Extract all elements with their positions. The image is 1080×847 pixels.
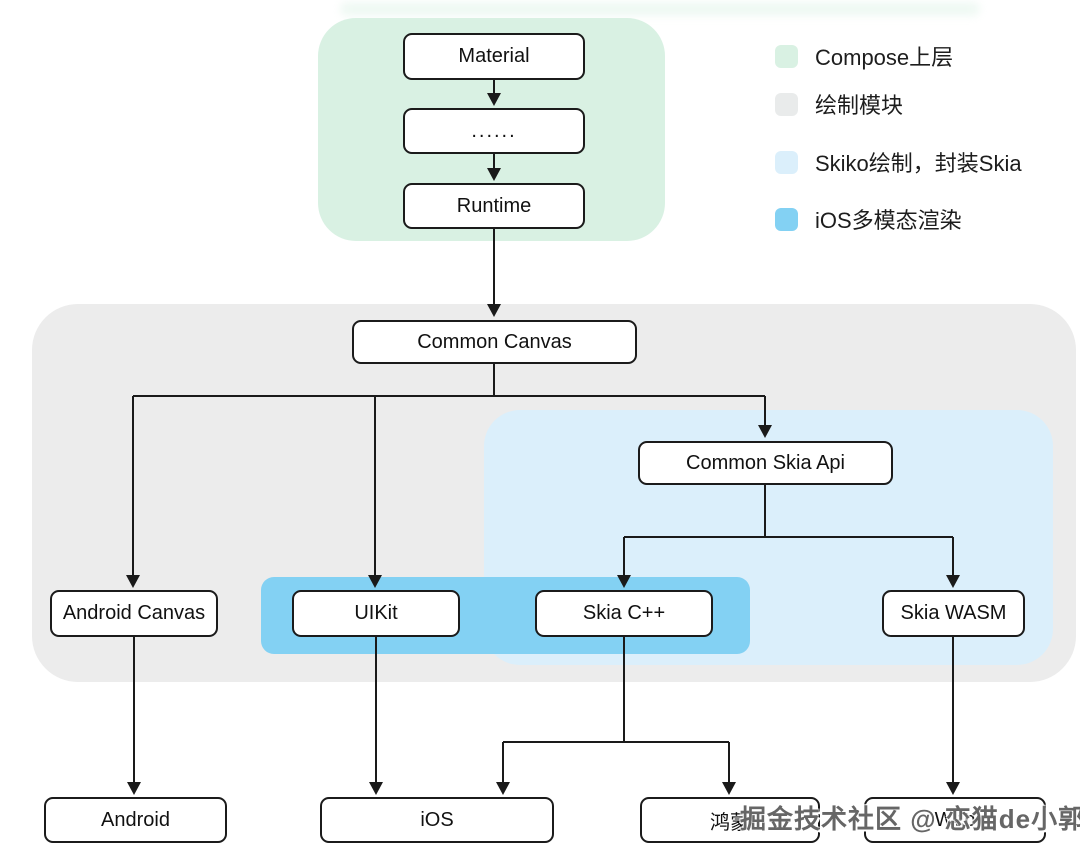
node-uikit: UIKit: [292, 590, 460, 637]
node-web: Web: [864, 797, 1046, 843]
legend-item-compose-layer: Compose上层: [775, 40, 953, 72]
node-ios: iOS: [320, 797, 554, 843]
legend-item-skiko: Skiko绘制，封装Skia: [775, 146, 1022, 178]
watermark: 掘金技术社区 @ 恋猫de小郭: [740, 804, 1080, 834]
node-ellipsis: ......: [403, 108, 585, 154]
lightblue-swatch-icon: [775, 150, 798, 174]
cropped-top-artifact: [340, 2, 980, 16]
node-android: Android: [44, 797, 227, 843]
legend-label: Compose上层: [815, 45, 954, 70]
legend-label: 绘制模块: [815, 93, 904, 118]
legend-label: iOS多模态渲染: [815, 208, 962, 233]
node-common-skia-api: Common Skia Api: [638, 441, 893, 485]
node-skia-cpp: Skia C++: [535, 590, 713, 637]
line-group: [132, 80, 954, 783]
node-harmonyos: 鸿蒙: [640, 797, 820, 843]
blue-swatch-icon: [775, 207, 798, 231]
legend-label: Skiko绘制，封装Skia: [815, 151, 1022, 176]
node-common-canvas: Common Canvas: [352, 320, 637, 364]
node-skia-wasm: Skia WASM: [882, 590, 1025, 637]
green-swatch-icon: [775, 44, 798, 68]
node-android-canvas: Android Canvas: [50, 590, 218, 637]
legend-item-draw-module: 绘制模块: [775, 88, 903, 120]
arrowhead-group: [126, 93, 960, 795]
node-material: Material: [403, 33, 585, 80]
gray-swatch-icon: [775, 92, 798, 116]
node-runtime: Runtime: [403, 183, 585, 229]
legend-item-ios-multimodal: iOS多模态渲染: [775, 203, 962, 235]
